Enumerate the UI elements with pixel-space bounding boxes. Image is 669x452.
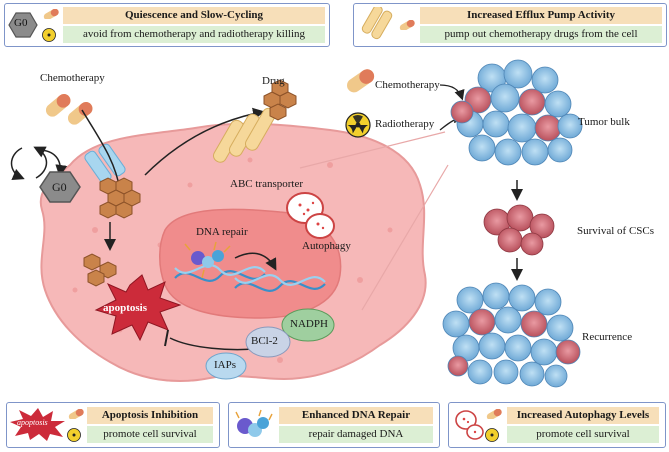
radiation-icon-right xyxy=(345,112,371,138)
box-efflux: Increased Efflux Pump Activity pump out … xyxy=(353,3,667,47)
apoptosis-burst-icon xyxy=(10,408,65,441)
box-quiescence: G0 Quiescence and Slow-Cycling avoid fro… xyxy=(4,3,330,47)
box-desc: avoid from chemotherapy and radiotherapy… xyxy=(63,26,325,43)
nucleus xyxy=(159,208,342,319)
pill-icon-right xyxy=(347,69,375,93)
pill-icon xyxy=(399,20,415,30)
pill-icon xyxy=(43,9,59,19)
cscs-cluster xyxy=(483,204,555,256)
box-dna-repair: Enhanced DNA Repair repair damaged DNA xyxy=(228,402,440,448)
autophagy-icon xyxy=(286,192,335,239)
label-autophagy: Autophagy xyxy=(302,240,351,252)
nadph-blob xyxy=(281,308,335,342)
label-iaps: IAPs xyxy=(214,359,237,371)
box-desc: repair damaged DNA xyxy=(279,426,433,443)
pill-icons-chemo xyxy=(45,94,93,125)
repair-enzyme xyxy=(184,241,231,279)
label-survival-cscs: Survival of CSCs xyxy=(577,225,655,237)
box-title: Apoptosis Inhibition xyxy=(87,407,213,424)
label-drug: Drug xyxy=(262,75,285,87)
g0-hexagon xyxy=(39,171,81,203)
box-title: Quiescence and Slow-Cycling xyxy=(63,7,325,24)
box-title: Increased Autophagy Levels xyxy=(507,407,659,424)
drug-hexagons-lower xyxy=(83,253,117,287)
box-title: Increased Efflux Pump Activity xyxy=(420,7,662,24)
label-bcl2: BCl-2 xyxy=(251,335,278,347)
box-desc: promote cell survival xyxy=(507,426,659,443)
label-nadph: NADPH xyxy=(290,318,328,330)
drug-hexagons-center xyxy=(99,177,141,219)
g0-badge-label: G0 xyxy=(14,17,28,29)
box-apoptosis-inhibition: apoptosis Apoptosis Inhibition promote c… xyxy=(6,402,220,448)
box-title: Enhanced DNA Repair xyxy=(279,407,433,424)
tumor-bulk-cluster xyxy=(450,59,583,166)
box-autophagy: Increased Autophagy Levels promote cell … xyxy=(448,402,666,448)
box-desc: promote cell survival xyxy=(87,426,213,443)
iaps-blob xyxy=(205,352,247,380)
drug-hexagons-top xyxy=(263,79,297,121)
label-dna-repair: DNA repair xyxy=(196,226,248,238)
label-tumor-bulk: Tumor bulk xyxy=(578,116,630,128)
label-apoptosis: apoptosis xyxy=(103,302,148,314)
radiation-icon xyxy=(67,428,81,442)
membrane-channel xyxy=(84,143,126,184)
label-chemotherapy: Chemotherapy xyxy=(40,72,105,84)
repair-enzyme-icon xyxy=(235,409,273,437)
g0-cycle-arrows xyxy=(10,146,68,180)
g0-hexagon-icon xyxy=(8,12,38,38)
recurrence-cluster xyxy=(442,282,581,388)
pill-icon xyxy=(68,409,84,419)
box-desc: pump out chemotherapy drugs from the cel… xyxy=(420,26,662,43)
autophagy-small-icon xyxy=(455,410,484,440)
abc-transporter-small-icon xyxy=(361,7,393,40)
abc-transporter-icon xyxy=(213,107,276,163)
dna-helix xyxy=(174,264,326,292)
pill-icon xyxy=(486,409,502,419)
label-abc-transporter: ABC transporter xyxy=(230,178,304,190)
label-recurrence: Recurrence xyxy=(582,331,633,343)
label-g0: G0 xyxy=(52,180,67,194)
radiation-icon xyxy=(485,428,499,442)
apoptosis-icon-label: apoptosis xyxy=(17,418,48,427)
apoptosis-burst xyxy=(94,274,182,342)
bcl2-blob xyxy=(245,326,291,358)
label-right-radiotherapy: Radiotherapy xyxy=(375,118,435,130)
radiation-icon xyxy=(42,28,56,42)
label-right-chemotherapy: Chemotherapy xyxy=(375,79,440,91)
